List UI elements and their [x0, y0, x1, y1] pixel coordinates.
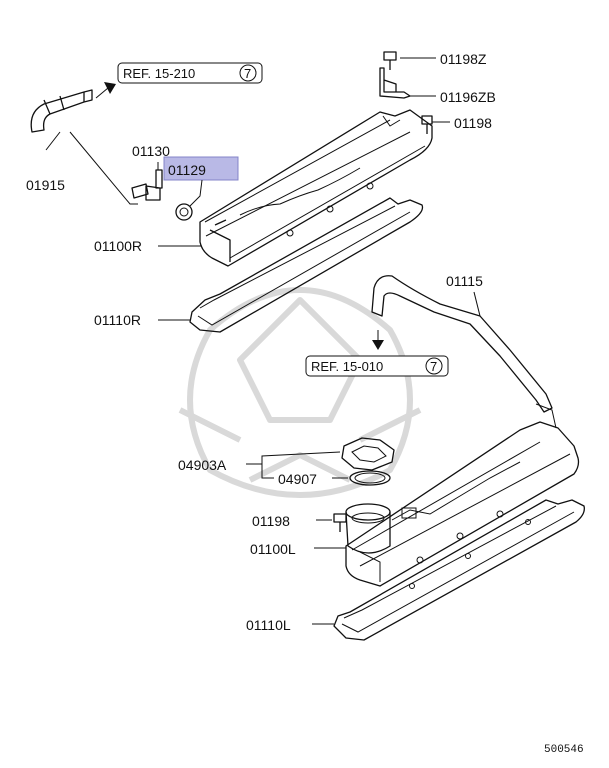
part-label-01110L[interactable]: 01110L [246, 617, 291, 633]
gasket-left[interactable] [333, 499, 585, 641]
oring-04907[interactable] [349, 470, 391, 486]
pcv-valve-01130[interactable] [131, 169, 163, 201]
valve-cover-left[interactable] [345, 403, 580, 587]
ref-arrow-mid [372, 330, 384, 350]
part-label-01130[interactable]: 01130 [132, 143, 170, 159]
part-label-01198-bottom[interactable]: 01198 [252, 513, 290, 529]
bolt-01198-top[interactable] [421, 115, 433, 134]
ref-box-top[interactable]: REF. 15-210 7 [117, 62, 263, 84]
oil-cap-04903A[interactable] [341, 437, 395, 471]
part-label-01198-top[interactable]: 01198 [454, 115, 492, 131]
hose-01115[interactable] [371, 275, 553, 413]
ref-mid-label: REF. 15-010 [311, 359, 383, 374]
bracket-01196ZB[interactable] [379, 67, 411, 99]
valve-cover-right[interactable] [199, 109, 433, 267]
bolt-01198-bottom[interactable] [333, 513, 347, 532]
ref-mid-number: 7 [430, 359, 437, 374]
part-label-01115[interactable]: 01115 [446, 273, 483, 289]
ref-box-mid[interactable]: REF. 15-010 7 [305, 355, 449, 377]
gasket-right[interactable] [189, 197, 424, 333]
part-label-01915[interactable]: 01915 [26, 177, 65, 193]
part-label-01100R[interactable]: 01100R [94, 238, 142, 254]
highlight-box [163, 156, 239, 181]
part-label-04903A[interactable]: 04903A [178, 457, 227, 473]
leader-lines [45, 57, 481, 625]
part-label-01100L[interactable]: 01100L [250, 541, 296, 557]
part-label-01129[interactable]: 01129 [168, 162, 206, 178]
ref-top-number: 7 [244, 66, 251, 81]
grommet-01129[interactable] [175, 203, 193, 221]
part-label-01198Z[interactable]: 01198Z [440, 51, 487, 67]
part-label-01110R[interactable]: 01110R [94, 312, 141, 328]
ref-arrow-top [95, 82, 116, 99]
oil-filler-neck[interactable] [345, 503, 391, 554]
watermark-emblem [178, 287, 422, 498]
hose-01915[interactable] [30, 89, 138, 205]
ref-top-label: REF. 15-210 [123, 66, 195, 81]
part-label-04907[interactable]: 04907 [278, 471, 317, 487]
bolt-01198Z[interactable] [383, 51, 397, 70]
part-label-01196ZB[interactable]: 01196ZB [440, 89, 496, 105]
diagram-code: 500546 [544, 744, 584, 756]
